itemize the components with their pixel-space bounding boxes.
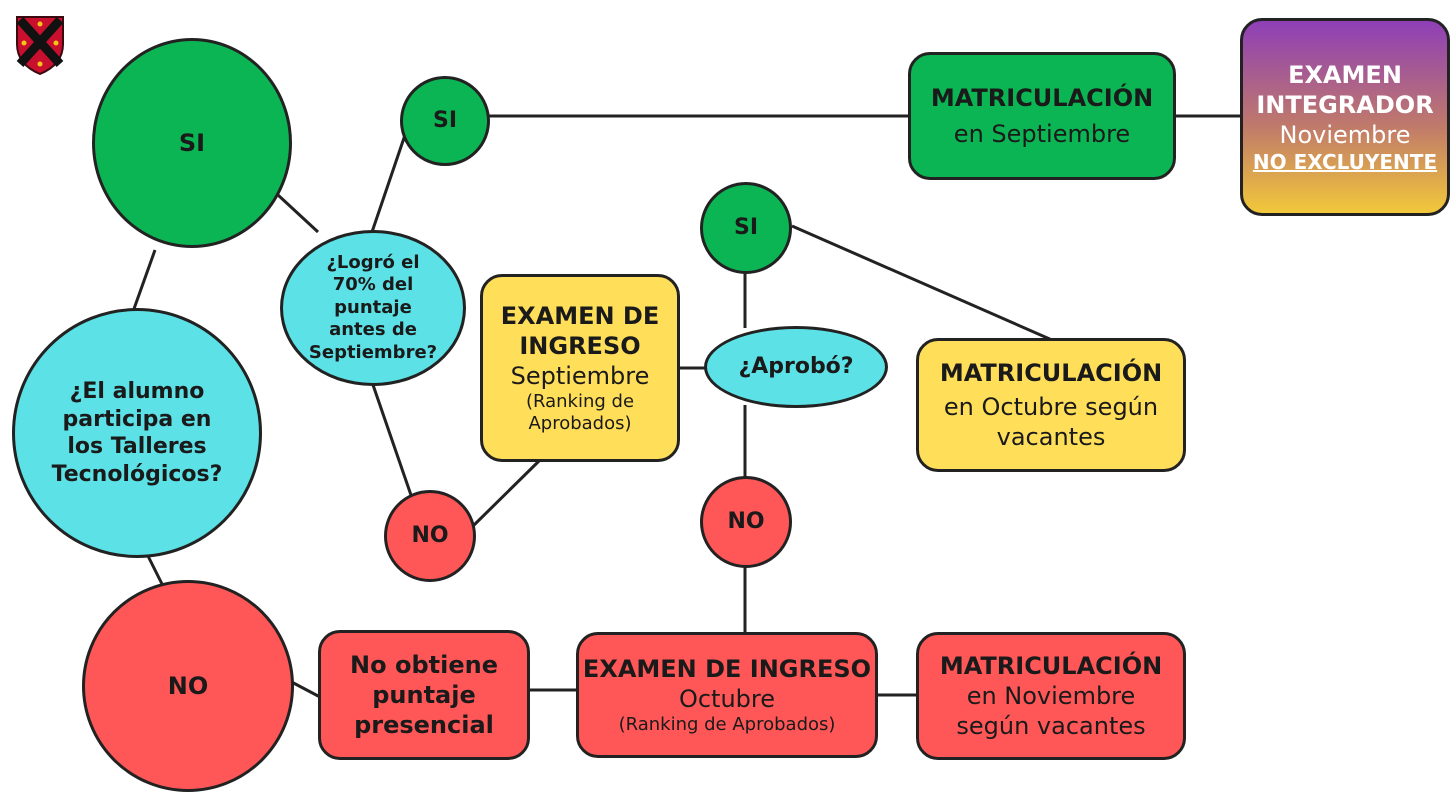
matriculacion-sub: en Octubre según vacantes [943,393,1159,451]
no-node-aprobo: NO [700,476,792,568]
examen-sub: Octubre [678,684,776,713]
examen-sub: Septiembre [510,361,650,390]
question-talleres-node: ¿El alumno participa en los Talleres Tec… [12,308,262,558]
link-question70-no [370,381,414,499]
examen-integrador-box: EXAMEN INTEGRADOR Noviembre NO EXCLUYENT… [1240,18,1450,216]
examen-title: EXAMEN DE INGRESO [582,654,872,683]
question-talleres-text: ¿El alumno participa en los Talleres Tec… [51,379,223,487]
integrador-line4: NO EXCLUYENTE [1252,149,1438,174]
aprobo-node: ¿Aprobó? [704,326,888,408]
integrador-line1: EXAMEN [1288,60,1402,89]
integrador-line3: Noviembre [1279,120,1411,149]
aprobo-text: ¿Aprobó? [738,354,854,380]
link-no-examensep [470,458,542,529]
matriculacion-title: MATRICULACIÓN [939,359,1163,387]
si-node-talleres: SI [92,38,292,248]
matriculacion-sub: en Septiembre [953,120,1131,148]
examen-title1: EXAMEN DE [500,301,660,330]
link-question70-si [370,134,407,233]
no-obtiene-puntaje-box: No obtiene puntaje presencial [318,630,530,760]
crest-shield-icon [14,14,66,76]
link-si-matoct [791,224,1053,342]
no-puntaje-text: No obtiene puntaje presencial [350,651,498,739]
no-label: NO [727,509,765,535]
matriculacion-septiembre-box: MATRICULACIÓN en Septiembre [908,52,1176,180]
examen-note: (Ranking de Aprobados) [525,390,635,435]
matriculacion-sub1: en Noviembre [966,682,1136,710]
si-node-70: SI [400,76,490,166]
no-node-70: NO [384,490,476,582]
link-si-question70 [276,193,320,234]
no-label: NO [411,523,449,549]
question-70-node: ¿Logró el 70% del puntaje antes de Septi… [280,230,466,386]
si-label: SI [432,108,458,134]
matriculacion-octubre-box: MATRICULACIÓN en Octubre según vacantes [916,338,1186,472]
no-label: NO [167,672,209,700]
examen-ingreso-septiembre-box: EXAMEN DE INGRESO Septiembre (Ranking de… [480,274,680,462]
examen-ingreso-octubre-box: EXAMEN DE INGRESO Octubre (Ranking de Ap… [576,632,878,758]
no-node-talleres: NO [82,580,294,792]
examen-note: (Ranking de Aprobados) [618,713,836,735]
si-label: SI [178,129,206,157]
si-node-aprobo: SI [700,182,792,274]
si-label: SI [733,215,759,241]
matriculacion-title: MATRICULACIÓN [939,652,1163,680]
matriculacion-title: MATRICULACIÓN [930,84,1154,112]
integrador-line2: INTEGRADOR [1256,90,1434,119]
examen-title2: INGRESO [519,331,641,360]
matriculacion-sub2: según vacantes [956,712,1146,740]
connector-lines [128,114,1242,699]
question-70-text: ¿Logró el 70% del puntaje antes de Septi… [308,251,438,363]
matriculacion-noviembre-box: MATRICULACIÓN en Noviembre según vacante… [916,632,1186,760]
